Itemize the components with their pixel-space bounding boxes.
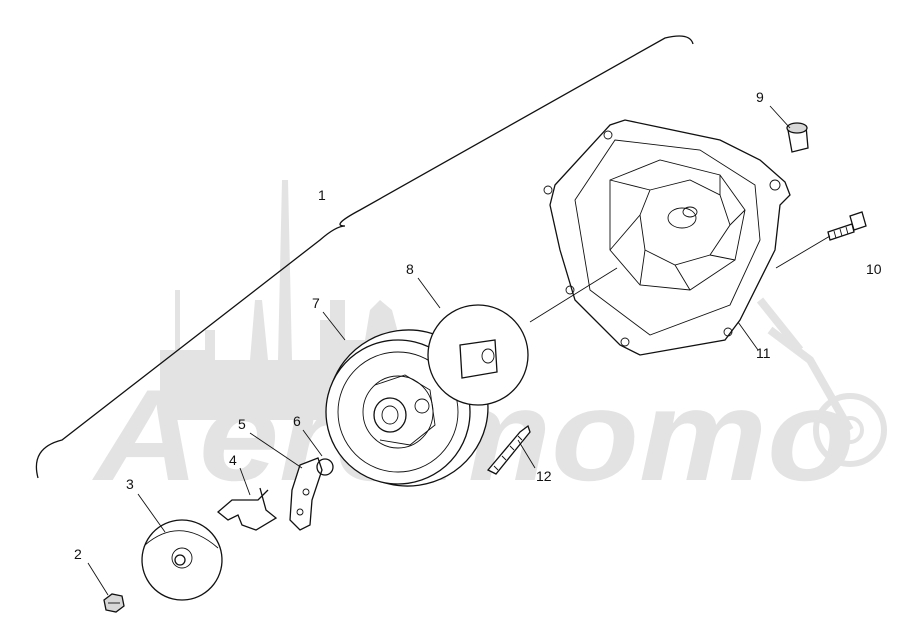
callout-1: 1 xyxy=(318,187,326,203)
leader-6 xyxy=(302,429,323,457)
callout-3: 3 xyxy=(126,476,134,492)
part-nut xyxy=(103,593,125,613)
leader-11b xyxy=(529,267,618,323)
callout-10: 10 xyxy=(866,261,882,277)
part-clip xyxy=(216,487,278,531)
leader-12 xyxy=(517,439,536,469)
assembly-bracket xyxy=(35,35,694,479)
leader-8 xyxy=(417,277,441,309)
leader-9 xyxy=(769,105,791,129)
callout-9: 9 xyxy=(756,89,764,105)
callout-5: 5 xyxy=(238,416,246,432)
callout-6: 6 xyxy=(293,413,301,429)
callout-4: 4 xyxy=(229,452,237,468)
part-rope xyxy=(486,424,531,475)
callout-8: 8 xyxy=(406,261,414,277)
callout-2: 2 xyxy=(74,546,82,562)
callouts: 1 2 3 4 5 6 7 8 9 10 11 12 xyxy=(74,89,882,562)
leader-3 xyxy=(137,493,166,533)
part-plate xyxy=(141,519,223,601)
callout-12: 12 xyxy=(536,468,552,484)
part-bolt xyxy=(827,211,867,241)
part-bushing xyxy=(786,122,809,153)
leader-4 xyxy=(239,467,251,496)
leader-5 xyxy=(249,432,303,469)
leader-lines xyxy=(87,105,831,596)
watermark-bike-frame xyxy=(756,297,854,432)
leader-7 xyxy=(322,311,346,341)
callout-7: 7 xyxy=(312,295,320,311)
part-ring xyxy=(316,458,334,476)
part-housing xyxy=(543,119,791,356)
callout-11: 11 xyxy=(756,345,771,361)
leader-10 xyxy=(775,235,831,269)
watermark-wheel xyxy=(813,393,887,467)
part-spring xyxy=(427,304,529,406)
leader-2 xyxy=(87,562,109,596)
leader-11 xyxy=(737,321,759,351)
watermark-wheel-hub xyxy=(836,416,864,444)
